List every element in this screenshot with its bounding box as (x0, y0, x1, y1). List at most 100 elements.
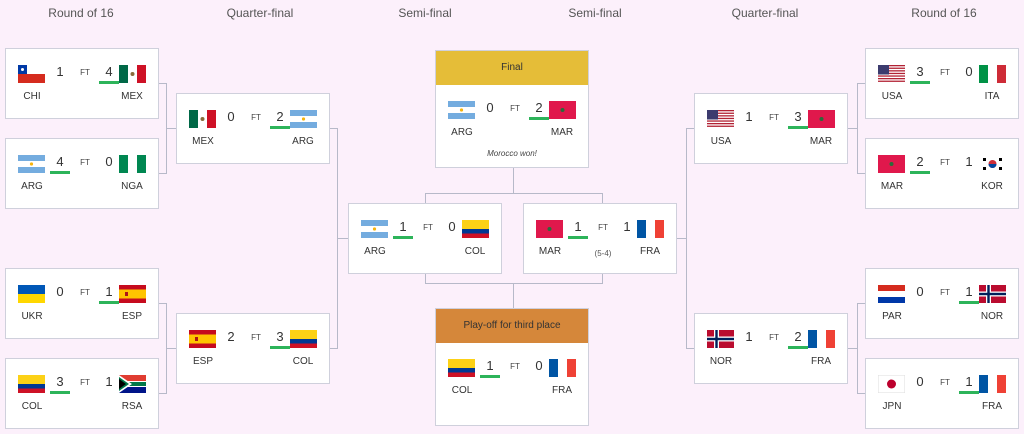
away-score: 1 (623, 219, 631, 234)
home-score: 2 (227, 329, 235, 344)
bracket-connector (166, 128, 176, 129)
away-score: 0 (965, 64, 973, 79)
away-team: MEX (121, 91, 143, 102)
bracket-connector (425, 193, 603, 194)
away-score: 2 (529, 100, 549, 120)
flag-fra-icon (979, 375, 1006, 393)
bracket-connector (329, 128, 338, 129)
away-score: 0 (105, 154, 113, 169)
bracket-connector (337, 128, 338, 349)
match-status: FT (80, 288, 90, 297)
flag-nor-icon (979, 285, 1006, 303)
away-team: COL (464, 246, 486, 257)
round-header: Round of 16 (48, 6, 114, 20)
away-team: MAR (809, 136, 833, 147)
flag-arg-icon (361, 220, 388, 238)
home-score: 3 (50, 374, 70, 394)
away-score: 1 (959, 284, 979, 304)
bracket-connector (166, 83, 167, 174)
flag-fra-icon (637, 220, 664, 238)
match-status: FT (510, 104, 520, 113)
home-team: UKR (21, 311, 43, 322)
away-score: 3 (270, 329, 290, 349)
match-status: FT (251, 333, 261, 342)
match-status: FT (251, 113, 261, 122)
home-team: MEX (192, 136, 214, 147)
bracket-connector (686, 128, 695, 129)
bracket-connector (425, 283, 603, 284)
away-team: ITA (984, 91, 1000, 102)
flag-fra-icon (549, 359, 576, 377)
away-score: 1 (105, 374, 113, 389)
bracket-connector (857, 393, 865, 394)
home-score: 0 (56, 284, 64, 299)
home-score: 1 (56, 64, 64, 79)
match-title: Play-off for third place (436, 309, 588, 343)
home-team: PAR (882, 311, 902, 322)
flag-mar-icon (536, 220, 563, 238)
home-team: COL (451, 385, 473, 396)
bracket-connector (857, 83, 865, 84)
away-score: 4 (99, 64, 119, 84)
home-score: 1 (480, 358, 500, 378)
bracket-connector (677, 238, 687, 239)
flag-usa-icon (878, 65, 905, 83)
away-score: 0 (448, 219, 456, 234)
match-status: FT (510, 362, 520, 371)
match-status: FT (940, 288, 950, 297)
home-score: 4 (50, 154, 70, 174)
bracket-connector (602, 193, 603, 203)
flag-chi-icon (18, 65, 45, 83)
flag-mar-icon (878, 155, 905, 173)
match-status: FT (769, 113, 779, 122)
away-score: 2 (270, 109, 290, 129)
result-note: Morocco won! (487, 149, 537, 158)
home-team: USA (881, 91, 903, 102)
home-score: 0 (916, 374, 924, 389)
match-title: Final (436, 51, 588, 85)
home-team: JPN (882, 401, 902, 412)
home-team: NOR (709, 356, 733, 367)
flag-arg-icon (290, 110, 317, 128)
bracket-connector (513, 168, 514, 193)
match-status: FT (940, 378, 950, 387)
flag-rsa-icon (119, 375, 146, 393)
bracket-connector (337, 238, 348, 239)
bracket-connector (166, 303, 167, 394)
home-team: USA (710, 136, 732, 147)
bracket-connector (425, 273, 426, 283)
home-team: COL (21, 401, 43, 412)
bracket-connector (159, 393, 167, 394)
away-team: KOR (981, 181, 1003, 192)
home-team: MAR (538, 246, 562, 257)
flag-col-icon (462, 220, 489, 238)
flag-nor-icon (707, 330, 734, 348)
bracket-connector (848, 128, 858, 129)
bracket-connector (857, 173, 865, 174)
bracket-connector (159, 173, 167, 174)
match-status: FT (80, 158, 90, 167)
home-score: 1 (568, 219, 588, 239)
round-header: Semi-final (398, 6, 452, 20)
flag-ita-icon (979, 65, 1006, 83)
flag-esp-icon (189, 330, 216, 348)
bracket-connector (329, 348, 338, 349)
away-team: FRA (811, 356, 831, 367)
match-status: FT (769, 333, 779, 342)
